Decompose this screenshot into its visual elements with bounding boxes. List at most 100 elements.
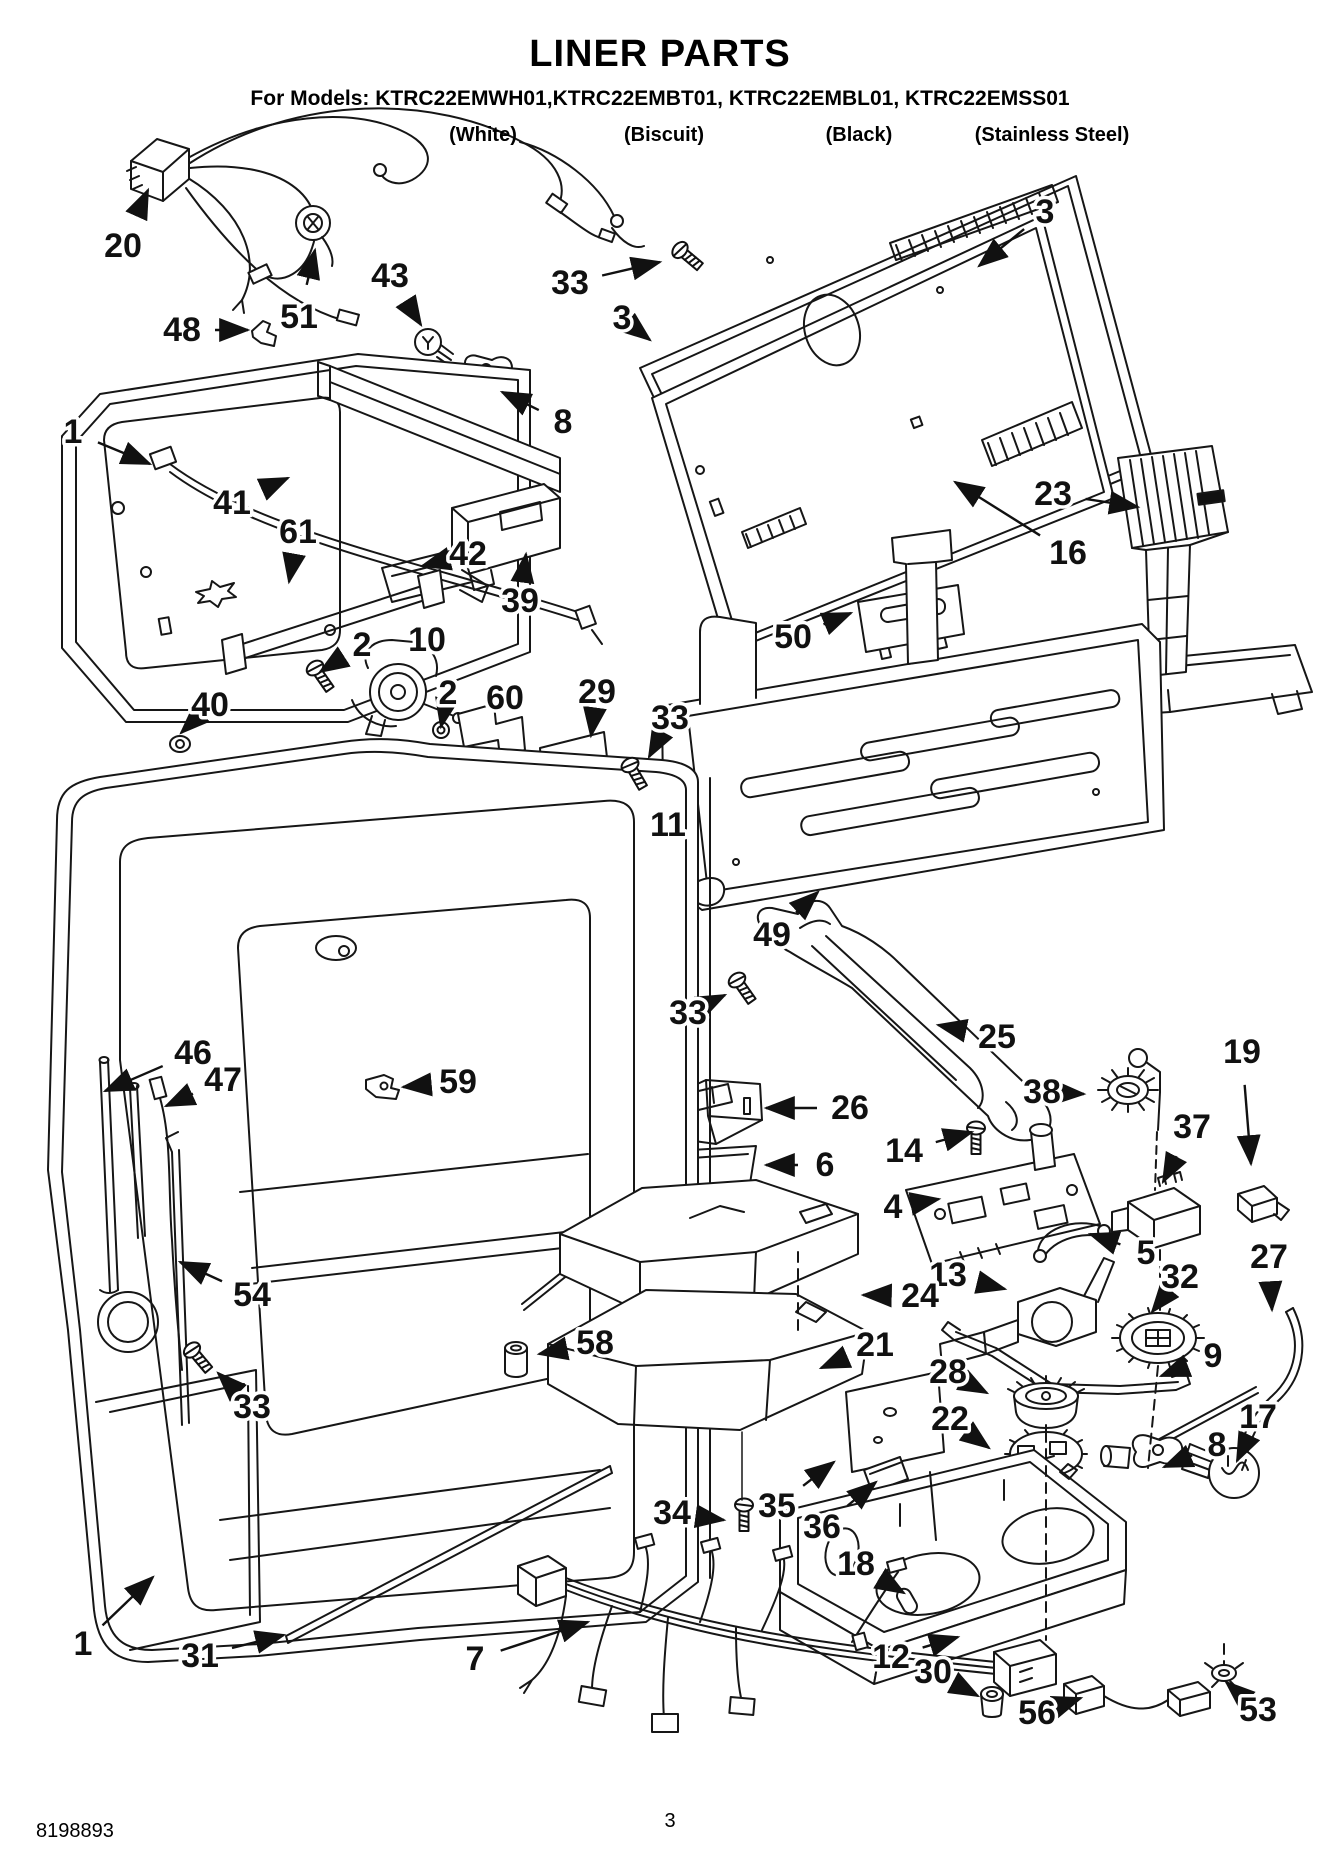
callout-arrow (101, 1575, 155, 1627)
callout-arrow (977, 228, 1025, 268)
callout-number: 46 (174, 1034, 212, 1072)
rear-liner-panel (651, 184, 1115, 653)
callout-35: 35 (755, 1460, 836, 1529)
callout-arrow (1258, 1280, 1283, 1313)
callout-number: 2 (353, 626, 372, 664)
callout-arrow (583, 705, 607, 739)
callout-arrow (693, 993, 728, 1019)
callout-28: 28 (926, 1350, 990, 1395)
callout-number: 33 (551, 264, 589, 302)
callout-42: 42 (419, 532, 490, 577)
callout-43: 43 (368, 254, 423, 328)
round-connector (295, 205, 334, 267)
callout-arrow (1158, 1354, 1193, 1378)
drain-grommet (980, 1686, 1004, 1718)
callout-26: 26 (763, 1086, 872, 1131)
callout-40: 40 (179, 683, 232, 735)
callout-9: 9 (1158, 1334, 1226, 1379)
callout-49: 49 (750, 890, 820, 958)
callout-27: 27 (1247, 1235, 1291, 1313)
screw (734, 1497, 754, 1532)
callout-arrow (846, 1480, 878, 1510)
freezer-liner (61, 353, 531, 753)
callout-53: 53 (1224, 1680, 1280, 1733)
callout-arrow (952, 480, 1041, 537)
callout-3: 3 (609, 296, 652, 342)
callout-number: 19 (1223, 1033, 1261, 1071)
drain-tube-long (285, 1465, 613, 1644)
callout-number: 18 (837, 1545, 875, 1583)
callout-arrow (510, 551, 535, 585)
callout-arrow (1150, 1282, 1180, 1314)
document-number: 8198893 (36, 1820, 114, 1842)
callout-8: 8 (1161, 1423, 1230, 1469)
callout-arrow (163, 1083, 198, 1108)
callout-number: 16 (1049, 534, 1087, 572)
callout-number: 51 (280, 298, 318, 336)
callout-number: 23 (1034, 475, 1072, 513)
callout-arrow (819, 611, 854, 636)
callout-arrow (958, 1421, 991, 1450)
callout-number: 24 (901, 1277, 939, 1315)
bulb-socket (1100, 1434, 1184, 1469)
air-duct-upper (559, 1179, 859, 1305)
assembly-axis-lines (797, 1249, 1225, 1665)
callout-number: 10 (408, 621, 446, 659)
callout-arrow (216, 1371, 247, 1402)
callout-20: 20 (101, 187, 150, 269)
callout-number: 54 (233, 1276, 271, 1314)
callout-56: 56 (1015, 1691, 1084, 1736)
callout-25: 25 (935, 1015, 1019, 1060)
callout-4: 4 (880, 1185, 942, 1230)
callout-arrow (802, 1460, 836, 1490)
callout-22: 22 (928, 1397, 991, 1450)
callout-number: 47 (204, 1061, 242, 1099)
callout-arrow (125, 187, 150, 222)
callout-8: 8 (499, 390, 576, 445)
callout-number: 32 (1161, 1258, 1199, 1296)
callout-39: 39 (498, 551, 542, 624)
callout-36: 36 (800, 1480, 878, 1550)
callout-33: 33 (548, 256, 663, 306)
callout-51: 51 (277, 247, 321, 340)
callout-arrow (1224, 1680, 1256, 1710)
callout-arrow (400, 1072, 433, 1097)
callout-7: 7 (462, 1619, 591, 1682)
callout-number: 30 (914, 1653, 952, 1691)
callout-19: 19 (1220, 1030, 1264, 1167)
callout-34: 34 (650, 1491, 727, 1536)
callout-arrow (97, 441, 153, 466)
callout-number: 34 (653, 1494, 691, 1532)
callout-24: 24 (860, 1274, 942, 1319)
tube-coil (97, 1291, 159, 1353)
callout-number: 28 (929, 1353, 967, 1391)
callout-arrow (102, 1064, 164, 1093)
callout-number: 26 (831, 1089, 869, 1127)
callout-number: 25 (978, 1018, 1016, 1056)
callout-46: 46 (102, 1031, 215, 1093)
callout-arrow (1161, 1444, 1196, 1469)
callout-number: 1 (64, 413, 83, 451)
callout-number: 39 (501, 582, 539, 620)
defrost-thermostat-wire (148, 1075, 190, 1426)
callout-60: 60 (483, 676, 528, 721)
callout-arrow (935, 1018, 969, 1043)
callout-61: 61 (276, 510, 320, 585)
callout-31: 31 (178, 1630, 287, 1679)
callout-38: 38 (1020, 1070, 1087, 1115)
callout-number: 11 (650, 806, 686, 844)
evaporator-duct (317, 361, 561, 493)
callout-arrow (435, 696, 459, 730)
finish-label-1: (White) (449, 124, 517, 146)
callout-number: 53 (1239, 1691, 1277, 1729)
callout-number: 41 (213, 484, 251, 522)
callout-arrow (601, 256, 663, 281)
spacer-cylinder (504, 1341, 528, 1378)
callout-arrow (536, 1336, 570, 1361)
callout-arrow (1087, 1231, 1122, 1255)
callout-number: 58 (576, 1324, 614, 1362)
callout-arrow (974, 1270, 1008, 1294)
callout-number: 5 (1137, 1234, 1156, 1272)
callout-21: 21 (818, 1323, 897, 1370)
callout-arrow (693, 1504, 727, 1529)
